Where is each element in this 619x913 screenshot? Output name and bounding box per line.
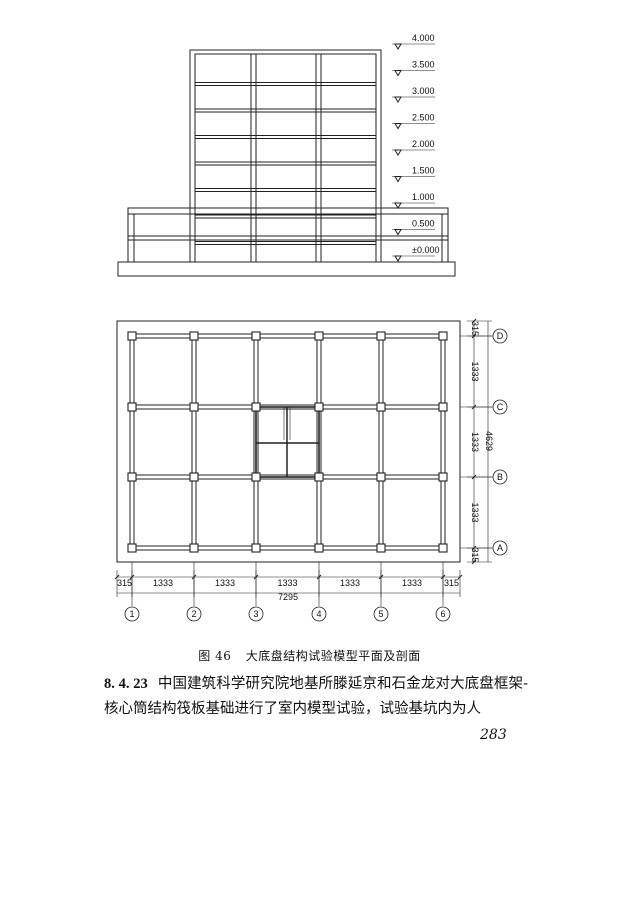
- column: [376, 543, 386, 553]
- level-label: 4.000: [412, 33, 435, 43]
- level-label: ±0.000: [412, 245, 439, 255]
- tower: [189, 49, 382, 263]
- column: [251, 472, 261, 482]
- paragraph-text: 中国建筑科学研究院地基所滕延京和石金龙对大底盘框架-核心筒结构筏板基础进行了室内…: [104, 676, 529, 717]
- level-label: 2.000: [412, 139, 435, 149]
- level-label: 1.500: [412, 166, 435, 176]
- row-axis-label: C: [497, 402, 504, 412]
- y-total-dimension: 4629: [484, 431, 494, 451]
- column-axis-label: 4: [316, 609, 321, 619]
- x-dimension: 1333: [277, 578, 297, 588]
- column: [127, 331, 137, 341]
- y-dimension: 315: [470, 547, 480, 562]
- column: [376, 472, 386, 482]
- column-axis-label: 2: [191, 609, 196, 619]
- x-dimension: 1333: [215, 578, 235, 588]
- column: [438, 543, 448, 553]
- column-axis-label: 3: [253, 609, 258, 619]
- row-axis-label: D: [497, 331, 504, 341]
- page-number: 283: [480, 727, 507, 743]
- row-axis-label: B: [497, 472, 503, 482]
- row-axis-label: A: [497, 543, 503, 553]
- column: [189, 543, 199, 553]
- column: [251, 543, 261, 553]
- x-dimension: 315: [117, 578, 132, 588]
- level-label: 2.500: [412, 113, 435, 123]
- figure-caption: 图 46 大底盘结构试验模型平面及剖面: [0, 647, 619, 664]
- y-dimension: 1333: [470, 361, 480, 381]
- level-triangle: [394, 202, 402, 209]
- column: [438, 402, 448, 412]
- column: [314, 331, 324, 341]
- column-axis-bubble: [311, 606, 327, 622]
- column: [189, 331, 199, 341]
- base-slab: [117, 261, 456, 277]
- column-axis-bubble: [373, 606, 389, 622]
- level-label: 3.500: [412, 60, 435, 70]
- x-dimension: 315: [444, 578, 459, 588]
- row-axis-bubble: [492, 328, 508, 344]
- row-axis-bubble: [492, 469, 508, 485]
- column-axis-bubble: [124, 606, 140, 622]
- row-axis-bubble: [492, 540, 508, 556]
- y-dimension: 315: [470, 321, 480, 336]
- level-triangle: [394, 255, 402, 262]
- beam-grid: [129, 333, 446, 551]
- section-number: 8. 4. 23: [104, 676, 148, 692]
- column-axis-label: 6: [440, 609, 445, 619]
- level-triangle: [394, 149, 402, 156]
- figure-title: 大底盘结构试验模型平面及剖面: [245, 649, 421, 663]
- column: [314, 472, 324, 482]
- column: [376, 331, 386, 341]
- column: [438, 472, 448, 482]
- column: [127, 472, 137, 482]
- y-dimension: 1333: [470, 502, 480, 522]
- column: [251, 402, 261, 412]
- column: [251, 331, 261, 341]
- figure-number: 图 46: [198, 649, 232, 663]
- podium: [127, 207, 449, 263]
- level-triangle: [394, 176, 402, 183]
- column: [127, 543, 137, 553]
- column-grid: [127, 331, 448, 553]
- x-dimension: 1333: [340, 578, 360, 588]
- x-dimension: 1333: [402, 578, 422, 588]
- plan-view: [114, 318, 508, 622]
- level-triangle: [394, 70, 402, 77]
- column: [376, 402, 386, 412]
- column-axis-bubble: [186, 606, 202, 622]
- column-axis-bubble: [435, 606, 451, 622]
- level-label: 0.500: [412, 219, 435, 229]
- raft-outline: [116, 320, 461, 563]
- column: [314, 543, 324, 553]
- column: [189, 402, 199, 412]
- level-triangle: [394, 229, 402, 236]
- level-marks: [392, 43, 435, 262]
- structural-drawing: 4.000 3.500 3.000 2.500 2.000 1.500 1.000 0.500…: [114, 33, 508, 622]
- column: [127, 402, 137, 412]
- column-axis-label: 1: [129, 609, 134, 619]
- level-triangle: [394, 96, 402, 103]
- level-triangle: [394, 123, 402, 130]
- column-axis-label: 5: [378, 609, 383, 619]
- y-dimension: 1333: [470, 432, 480, 452]
- column: [314, 402, 324, 412]
- x-total-dimension: 7295: [278, 592, 298, 602]
- column: [189, 472, 199, 482]
- row-axis-bubble: [492, 399, 508, 415]
- level-triangle: [394, 43, 402, 50]
- level-label: 3.000: [412, 86, 435, 96]
- x-dimension: 1333: [153, 578, 173, 588]
- column-axis-bubble: [248, 606, 264, 622]
- elevation-section: [117, 43, 456, 277]
- level-label: 1.000: [412, 192, 435, 202]
- column: [438, 331, 448, 341]
